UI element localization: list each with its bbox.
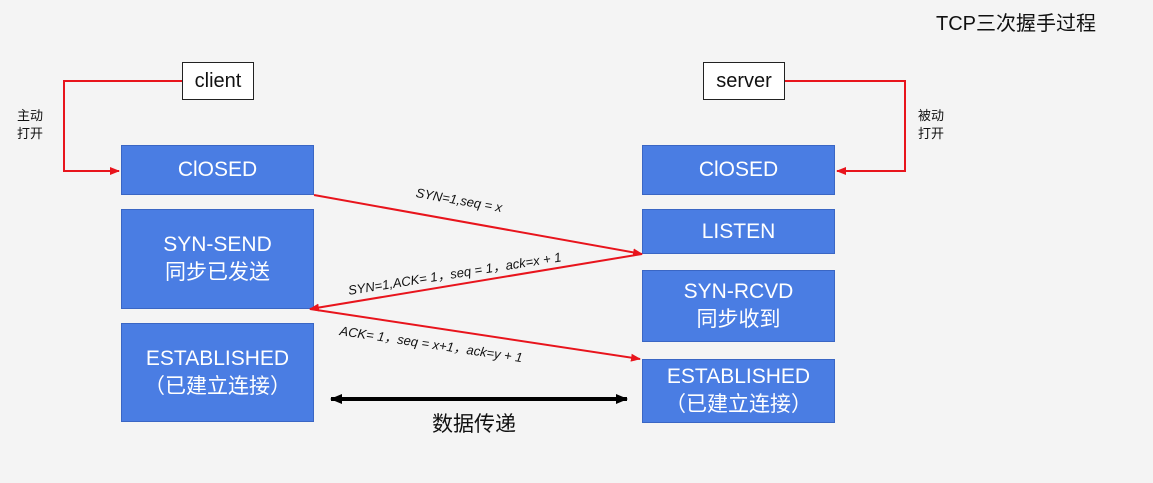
state-name: SYN-RCVD	[683, 280, 794, 303]
state-name: ESTABLISHED	[145, 346, 290, 370]
server-state-established: ESTABLISHED （已建立连接）	[642, 359, 835, 423]
diagram-title: TCP三次握手过程	[936, 13, 1096, 35]
state-subtitle: （已建立连接）	[144, 374, 291, 398]
ack-arrow	[309, 308, 641, 362]
client-state-established: ESTABLISHED （已建立连接）	[121, 323, 314, 422]
server-state-syn-rcvd: SYN-RCVD 同步收到	[642, 270, 835, 342]
state-name: SYN-SEND	[163, 233, 272, 256]
state-subtitle: 同步收到	[696, 308, 781, 331]
client-label: client	[182, 62, 254, 100]
state-subtitle: 同步已发送	[165, 261, 270, 284]
syn-arrow	[313, 194, 643, 257]
client-state-closed: ClOSED	[121, 145, 314, 195]
state-name: ClOSED	[698, 158, 779, 181]
synack-arrow	[309, 253, 643, 312]
server-open-connector	[785, 80, 906, 175]
data-transfer-label: 数据传递	[432, 413, 516, 436]
client-action-note: 主动打开	[17, 108, 44, 141]
client-state-syn-send: SYN-SEND 同步已发送	[121, 209, 314, 309]
state-subtitle: （已建立连接）	[665, 393, 812, 416]
client-open-connector	[63, 80, 182, 175]
server-label: server	[703, 62, 785, 100]
state-name: ClOSED	[177, 158, 258, 181]
server-state-listen: LISTEN	[642, 209, 835, 254]
state-name: ESTABLISHED	[666, 365, 811, 388]
server-action-note: 被动打开	[918, 108, 945, 141]
server-state-closed: ClOSED	[642, 145, 835, 195]
state-name: LISTEN	[701, 219, 776, 243]
